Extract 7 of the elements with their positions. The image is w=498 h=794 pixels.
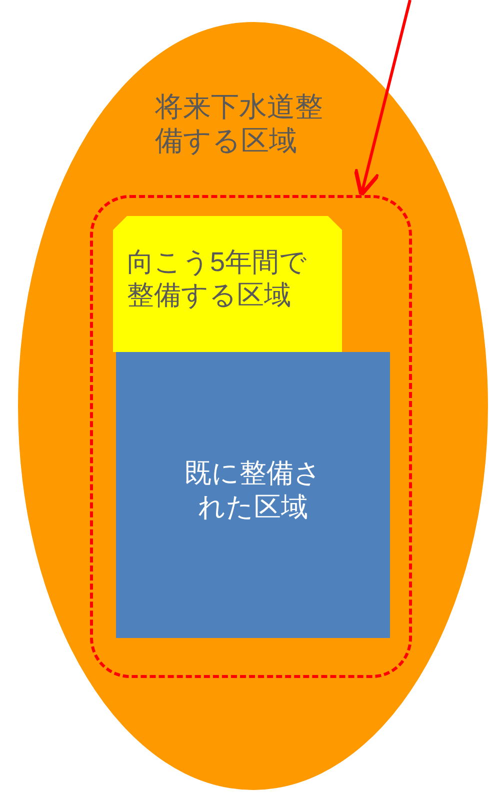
dashed-boundary [90, 195, 412, 678]
area-box [116, 352, 390, 638]
area-label: 既に整備された区域 [184, 457, 322, 524]
arrow [354, 0, 412, 197]
area-box [113, 216, 342, 352]
area-label: 向こう5年間で整備する区域 [127, 246, 308, 312]
area-label: 将来下水道整備する区域 [155, 90, 324, 158]
